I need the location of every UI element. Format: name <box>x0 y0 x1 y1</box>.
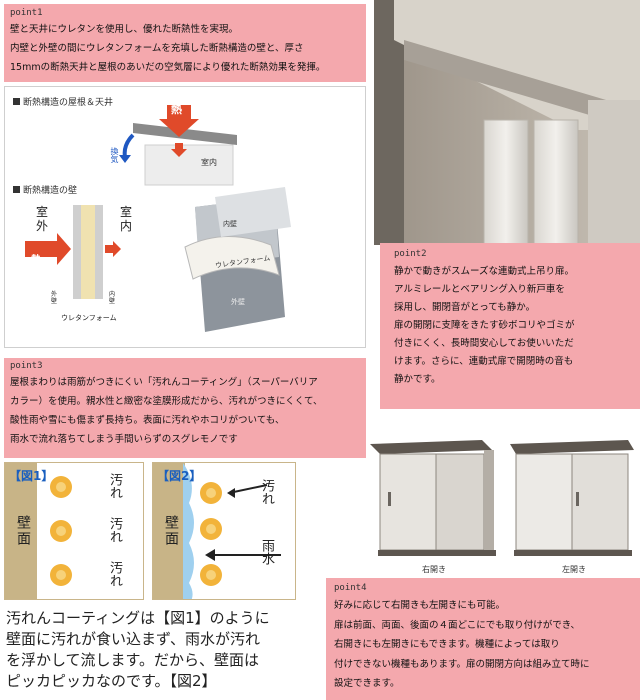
point4-box: point4 好みに応じて右開きも左開きにも可能。 扉は前面、両面、後面の４面ど… <box>326 578 640 700</box>
wall-heat-small-arrow-icon <box>105 241 121 257</box>
coating-caption: 汚れんコーティングは【図1】のように 壁面に汚れが食い込まず、雨水が汚れ を浮か… <box>6 608 306 692</box>
figure-2-label: 【図2】 <box>157 469 202 483</box>
wall-section-title: 断熱構造の壁 <box>13 183 77 196</box>
indoor-label: 室内 <box>119 205 132 233</box>
left-open-label: 左開き <box>562 565 586 574</box>
roof-section-title: 断熱構造の屋根＆天井 <box>13 95 113 108</box>
roof-diagram <box>119 105 237 186</box>
heat-arrow-icon <box>159 105 199 137</box>
storage-right-open <box>370 440 496 556</box>
point4-line: 右開きにも左開きにもできます。機種によっては取り <box>334 639 560 650</box>
roof-heat-label: 熱 <box>171 103 182 116</box>
door-rail-illustration <box>374 0 640 245</box>
dirt-particle-icon <box>50 564 72 586</box>
point1-line: 壁と天井にウレタンを使用し、優れた断熱性を実現。 <box>10 24 239 35</box>
point4-text: 好みに応じて右開きも左開きにも可能。 扉は前面、両面、後面の４面どこにでも取り付… <box>334 596 634 694</box>
figure-1: 【図1】 壁面 汚れ 汚れ 汚れ <box>4 462 144 600</box>
rain-film <box>183 463 194 599</box>
dirt-particle-icon <box>50 476 72 498</box>
inner-wall-layer <box>95 205 103 299</box>
dirt-and-rain <box>200 482 281 586</box>
dirt-label: 汚れ <box>107 517 122 543</box>
point2-line: 静かで動きがスムーズな連動式上吊り扉。 <box>394 266 575 277</box>
storage-units: 右開き 左開き <box>362 430 640 580</box>
caption-line: ピッカピッカなのです。【図2】 <box>6 672 217 690</box>
storage-illustration <box>370 440 634 556</box>
point2-line: 扉の開閉に支障をきたす砂ボコリやゴミが <box>394 320 575 331</box>
insulation-diagram: 断熱構造の屋根＆天井 熱 換気 室内 断熱構造の壁 室外 室内 熱 外壁 内壁 … <box>4 86 366 348</box>
outer-wall-layer <box>73 205 81 299</box>
panel-outer-label: 外壁 <box>231 298 245 306</box>
wall-cross-section <box>25 205 121 299</box>
point2-box: point2 静かで動きがスムーズな連動式上吊り扉。 アルミレールとベアリング入… <box>380 243 640 409</box>
caption-line: 汚れんコーティングは【図1】のように <box>6 609 270 627</box>
dirt-particle-icon <box>200 518 222 540</box>
arrow-icon <box>228 484 268 494</box>
panel-inner <box>215 187 291 237</box>
point3-line: 雨水で流れ落ちてしまう手間いらずのスグレモノです <box>10 434 238 445</box>
dirt-particle-icon <box>200 564 222 586</box>
point1-line: 15mmの断熱天井と屋根のあいだの空気層により優れた断熱効果を発揮。 <box>10 62 326 73</box>
point3-line: 酸性雨や雪にも傷まず長持ち。表面に汚れやホコリがついても、 <box>10 415 285 426</box>
point2-line: 採用し、開閉音がとっても静か。 <box>394 302 536 313</box>
storage-left-open <box>510 440 634 556</box>
panel-urethane <box>184 236 280 280</box>
point2-text: 静かで動きがスムーズな連動式上吊り扉。 アルミレールとベアリング入り新戸車を 採… <box>394 263 634 389</box>
point2-line: けます。さらに、連動式扉で開閉時の音も <box>394 356 574 367</box>
door-rail-photo <box>374 0 640 245</box>
rain-label: 雨水 <box>259 539 274 565</box>
wall-panel-3d <box>184 187 291 332</box>
point2-line: 付きにくく、長時間安心してお使いいただ <box>394 338 574 349</box>
wall-heat-label: 熱 <box>31 255 41 266</box>
point3-title: point3 <box>10 361 43 371</box>
urethane-layer <box>81 205 95 299</box>
panel-inner-label: 内壁 <box>223 220 237 228</box>
point4-title: point4 <box>334 583 367 593</box>
wall-label: 壁面 <box>15 515 31 547</box>
point2-title: point2 <box>394 249 427 259</box>
point1-text: 壁と天井にウレタンを使用し、優れた断熱性を実現。 内壁と外壁の間にウレタンフォー… <box>10 20 366 77</box>
point4-line: 付けできない機種もあります。扉の開閉方向は組み立て時に <box>334 658 590 670</box>
outdoor-label: 室外 <box>35 205 48 233</box>
figure-2: 【図2】 壁面 汚れ 雨水 <box>152 462 296 600</box>
wall-surface <box>153 463 185 599</box>
vent-label: 換気 <box>110 147 119 163</box>
point1-title: point1 <box>10 8 43 18</box>
point3-line: カラー）を使用。親水性と緻密な塗膜形成だから、汚れがつきにくくて、 <box>10 396 323 407</box>
point3-box: point3 屋根まわりは雨筋がつきにくい「汚れんコーティング」（スーパーバリア… <box>4 358 366 458</box>
point2-line: 静かです。 <box>394 374 441 385</box>
urethane-small-label: ウレタンフォーム <box>61 314 117 322</box>
point4-line: 好みに応じて右開きも左開きにも可能。 <box>334 600 506 611</box>
wall-surface <box>5 463 37 599</box>
figure-1-label: 【図1】 <box>9 469 54 483</box>
point2-line: アルミレールとベアリング入り新戸車を <box>394 284 565 295</box>
small-heat-arrow-icon <box>171 143 187 157</box>
point4-line: 扉は前面、両面、後面の４面どこにでも取り付けができ、 <box>334 619 581 631</box>
right-open-label: 右開き <box>422 565 446 574</box>
wall-heat-arrow-icon <box>25 233 71 265</box>
outer-wall-small-label: 外壁 <box>51 291 58 305</box>
vent-arrow-icon <box>122 133 135 158</box>
caption-line: を浮かして流します。だから、壁面は <box>6 651 260 669</box>
dirt-particle-icon <box>50 520 72 542</box>
dirt-label: 汚れ <box>107 473 122 499</box>
dirt-particles <box>50 476 72 586</box>
point1-line: 内壁と外壁の間にウレタンフォームを充填した断熱構造の壁と、厚さ <box>10 43 304 54</box>
dirt-label: 汚れ <box>107 561 122 587</box>
point3-line: 屋根まわりは雨筋がつきにくい「汚れんコーティング」（スーパーバリア <box>10 377 318 388</box>
dirt-particle-icon <box>200 482 222 504</box>
roof-shape <box>133 123 237 145</box>
dirt-label: 汚れ <box>259 479 274 505</box>
roof-indoor-label: 室内 <box>201 158 217 167</box>
point3-text: 屋根まわりは雨筋がつきにくい「汚れんコーティング」（スーパーバリア カラー）を使… <box>10 373 366 449</box>
caption-line: 壁面に汚れが食い込まず、雨水が汚れ <box>6 630 260 648</box>
point1-box: point1 壁と天井にウレタンを使用し、優れた断熱性を実現。 内壁と外壁の間に… <box>4 4 366 82</box>
indoor-box <box>144 144 234 186</box>
wall-label: 壁面 <box>163 515 179 547</box>
point4-line: 設定できます。 <box>334 678 400 689</box>
inner-wall-small-label: 内壁 <box>109 291 116 305</box>
